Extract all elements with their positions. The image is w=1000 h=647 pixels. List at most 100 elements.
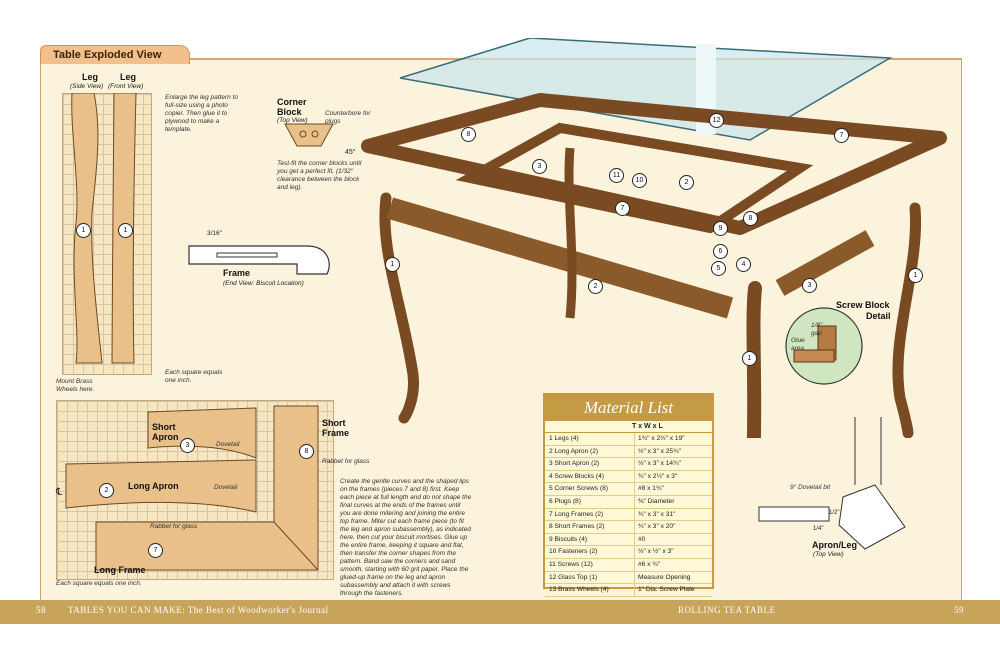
material-list-title: Material List [545,395,712,421]
short-frame-label: Short Frame [322,418,350,438]
item-dim: ¾" x 3" x 31" [638,510,676,518]
list-item: 9 Biscuits (4)#0 [545,533,712,547]
list-item: 13 Brass Wheels (4)1" Dia. Screw Plate [545,584,712,597]
item-dim: ⅜" Diameter [638,497,675,505]
right-running-title: ROLLING TEA TABLE [678,605,776,615]
callout-8: 8 [299,444,314,459]
callout-3: 3 [180,438,195,453]
callout-7: 7 [148,543,163,558]
item-dim: 1¾" x 2½" x 19" [638,435,685,442]
list-item: 2 Long Apron (2)½" x 3" x 25¾" [545,445,712,459]
callout-2: 2 [99,483,114,498]
corner-block-drawing [284,123,334,147]
dovetail-label: Dovetail [214,484,238,491]
corner-block-sub: (Top View) [277,117,308,124]
leg-front-sub: (Front View) [108,83,144,90]
callout-1: 1 [908,268,923,283]
callout-4: 4 [736,257,751,272]
list-item: 3 Short Apron (2)½" x 3" x 14¾" [545,458,712,471]
callout-2: 2 [588,279,603,294]
rabbet-label: Rabbet for glass [150,523,198,530]
section-tab: Table Exploded View [40,45,191,64]
item-dim: #6 x ¾" [638,560,661,568]
leg-pattern-drawing [71,93,137,364]
left-page-number: 58 [36,605,46,615]
list-item: 8 Short Frames (2)¾" x 3" x 20" [545,521,712,534]
callout-1: 1 [76,223,91,238]
item-name: 5 Corner Screws (8) [545,483,635,495]
centerline-mark: ℄ [56,487,63,498]
frame-sub: (End View: Biscuit Location) [223,280,304,287]
item-name: 9 Biscuits (4) [545,533,635,546]
callout-1: 1 [385,257,400,272]
dovetail-label: Dovetail [216,441,240,448]
dim-half: 1/2" [829,510,840,516]
apron-frame-patterns [65,405,319,571]
list-item: 10 Fasteners (2)½" x ½" x 3" [545,546,712,559]
item-dim: #0 [638,535,646,543]
leg-square-note: Each square equals one inch. [165,369,223,384]
item-name: 13 Brass Wheels (4) [545,584,635,596]
material-list-header: T x W x L [545,421,712,433]
pattern-square-note: Each square equals one inch. [56,580,142,587]
list-item: 7 Long Frames (2)¾" x 3" x 31" [545,508,712,522]
short-apron-label: Short Apron [152,422,179,442]
leg-side-label: Leg [82,72,99,82]
callout-1: 1 [742,351,757,366]
item-dim: Measure Opening [638,573,691,581]
item-name: 6 Plugs (8) [545,495,635,508]
frame-end-view [188,245,330,275]
page-footer: 58 TABLES YOU CAN MAKE: The Best of Wood… [0,600,1000,624]
rabbet-label: Rabbet for glass [322,458,370,465]
callout-6: 6 [713,244,728,259]
screw-block-title: Screw Block [836,300,890,310]
item-name: 8 Short Frames (2) [545,521,635,533]
long-frame-label: Long Frame [94,565,146,575]
callout-3: 3 [802,278,817,293]
apron-leg-drawing [758,417,906,550]
callout-1: 1 [118,223,133,238]
glue-area-label: Glue area [791,337,805,352]
item-name: 2 Long Apron (2) [545,445,635,458]
item-name: 12 Glass Top (1) [545,571,635,584]
leg-side-sub: (Side View) [70,83,104,90]
right-page-number: 59 [954,605,964,615]
dovetail-bit-label: 9° Dovetail bit [790,484,831,491]
item-dim: ½" x ½" x 3" [638,548,674,556]
callout-12: 12 [709,113,724,128]
counterbore-note: Counterbore for plugs [325,110,371,125]
apron-leg-title: Apron/Leg [812,540,857,550]
callout-5: 5 [711,261,726,276]
frame-title: Frame [223,268,251,278]
corner-block-note: Test-fit the corner blocks until you get… [277,160,362,191]
item-name: 4 Screw Blocks (4) [545,470,635,483]
screw-block-detail [785,307,863,385]
callout-2: 2 [679,175,694,190]
frame-dim: 3/16" [207,230,222,237]
callout-7: 7 [615,201,630,216]
item-dim: #8 x 1¾" [638,485,664,493]
item-dim: ¾" x 2½" x 3" [638,472,678,480]
item-dim: ½" x 3" x 14¾" [638,460,681,468]
dim-quarter: 1/4" [813,526,824,532]
item-name: 3 Short Apron (2) [545,458,635,470]
callout-10: 10 [632,173,647,188]
callout-3: 3 [532,159,547,174]
item-name: 11 Screws (12) [545,558,635,571]
item-name: 10 Fasteners (2) [545,546,635,558]
material-list: Material List T x W x L 1 Legs (4)1¾" x … [543,393,714,597]
screw-block-title2: Detail [866,311,891,321]
item-dim: ½" x 3" x 25¾" [638,447,681,455]
list-item: 4 Screw Blocks (4)¾" x 2½" x 3" [545,470,712,484]
callout-7: 7 [834,128,849,143]
apron-leg-sub: (Top View) [813,551,844,558]
callout-8: 8 [743,211,758,226]
callout-11: 11 [609,168,624,183]
gap-label: 1/8" gap [811,322,823,337]
leg-front-label: Leg [120,72,137,82]
leg-enlarge-note: Enlarge the leg pattern to full-size usi… [165,94,238,133]
left-running-title: TABLES YOU CAN MAKE: The Best of Woodwor… [68,605,329,615]
long-apron-label: Long Apron [128,481,179,491]
material-list-rows: 1 Legs (4)1¾" x 2½" x 19" 2 Long Apron (… [545,433,712,597]
